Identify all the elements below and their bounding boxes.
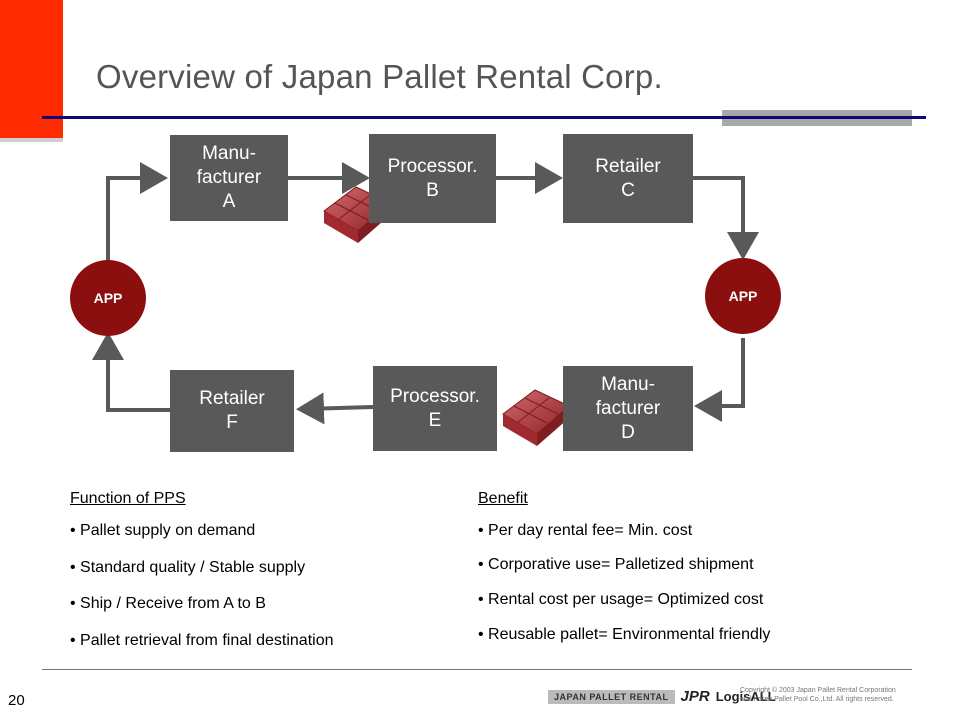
jpr-logo: JAPAN PALLET RENTAL xyxy=(548,689,675,704)
footer-rule xyxy=(42,669,912,670)
benefit-section: Benefit • Per day rental fee= Min. cost … xyxy=(478,490,770,644)
list-item: • Ship / Receive from A to B xyxy=(70,595,266,612)
page-number: 20 xyxy=(8,692,25,709)
list-item: • Standard quality / Stable supply xyxy=(70,559,306,576)
list-item: • Corporative use= Palletized shipment xyxy=(478,556,754,573)
page-title: Overview of Japan Pallet Rental Corp. xyxy=(96,58,663,95)
copyright-text: Copyright © 2003 Japan Pallet Rental Cor… xyxy=(740,687,896,703)
arrow-app-to-d xyxy=(694,338,745,422)
logisall-logo: LogisALL xyxy=(715,689,776,704)
arrow-e-to-f xyxy=(296,392,374,425)
footer-logos: JAPAN PALLET RENTAL JPR LogisALL xyxy=(548,688,776,705)
function-section: Function of PPS • Pallet supply on deman… xyxy=(70,490,334,650)
title-rule xyxy=(42,116,926,119)
function-heading: Function of PPS xyxy=(70,490,186,507)
arrow-app-to-a xyxy=(106,162,168,262)
benefit-heading: Benefit xyxy=(478,490,528,507)
list-item: • Rental cost per usage= Optimized cost xyxy=(478,591,764,608)
list-item: • Pallet supply on demand xyxy=(70,522,256,539)
app-circle-left: APP xyxy=(70,260,146,336)
arrow-c-to-app xyxy=(693,176,759,260)
jpr-mark: JPR xyxy=(680,688,710,705)
arrow-f-to-app xyxy=(92,332,170,412)
pallet-icon xyxy=(502,389,570,446)
node-processor-e: Processor.E xyxy=(373,366,497,451)
app-circle-right: APP xyxy=(705,258,781,334)
node-processor-b: Processor.B xyxy=(369,134,496,223)
list-item: • Pallet retrieval from final destinatio… xyxy=(70,632,334,649)
corner-accent-shadow xyxy=(0,138,63,142)
list-item: • Reusable pallet= Environmental friendl… xyxy=(478,626,771,643)
list-item: • Per day rental fee= Min. cost xyxy=(478,522,693,539)
